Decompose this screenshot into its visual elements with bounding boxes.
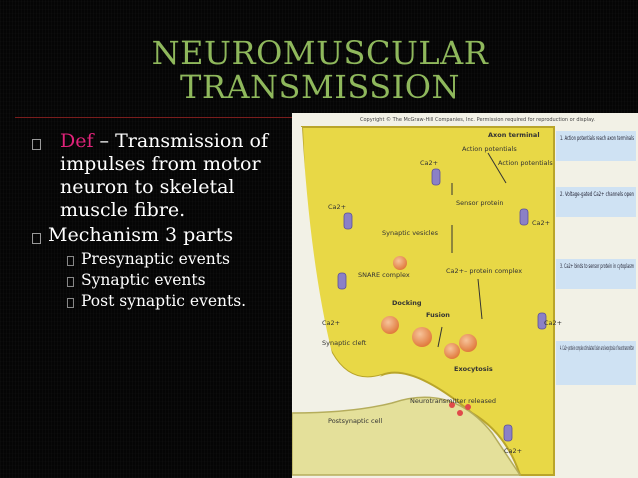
label-action-potentials-2: Action potentials <box>498 159 553 167</box>
title-line-1: NEUROMUSCULAR <box>151 34 489 72</box>
label-neurotransmitter-released: Neurotransmitter released <box>410 397 496 405</box>
ca-channel-icon <box>337 272 347 290</box>
sub-bullet-marker-icon <box>67 277 74 287</box>
title-line-2: TRANSMISSION <box>179 68 461 106</box>
def-keyword: Def <box>60 130 94 152</box>
def-text: – Transmission of impulses from motor ne… <box>60 130 269 221</box>
sub-bullet-synaptic: Synaptic events <box>30 270 290 291</box>
neurotransmitter-icon <box>449 402 455 408</box>
step-2-text: 2. Voltage-gated Ca2+ channels open <box>560 191 634 198</box>
step-box-4 <box>556 341 636 385</box>
step-box-2 <box>556 187 636 217</box>
label-synaptic-vesicles: Synaptic vesicles <box>382 229 439 237</box>
sub-bullet-marker-icon <box>67 298 74 308</box>
label-ca-1: Ca2+ <box>420 159 438 167</box>
label-exocytosis: Exocytosis <box>454 365 493 373</box>
step-4-text: 4. Ca2+-protein complex stimulates fusio… <box>560 345 634 352</box>
label-ca-3: Ca2+ <box>328 203 346 211</box>
label-action-potentials-1: Action potentials <box>462 145 517 153</box>
label-ca-5: Ca2+ <box>544 319 562 327</box>
figure-labels: Axon terminal Action potentials Action p… <box>322 131 562 455</box>
sub-bullet-postsynaptic: Post synaptic events. <box>30 291 290 312</box>
arrow-icon <box>477 278 483 320</box>
bullet-marker-icon <box>32 139 41 150</box>
arrows <box>437 152 507 348</box>
label-ca-protein-complex: Ca2+– protein complex <box>446 267 522 275</box>
background-fill <box>292 127 382 413</box>
bullet-list: Def – Transmission of impulses from moto… <box>30 130 290 312</box>
synaptic-vesicles <box>381 256 477 416</box>
label-synaptic-cleft: Synaptic cleft <box>322 339 367 347</box>
ca-channel-icon <box>519 208 529 226</box>
vesicle-icon <box>412 327 432 347</box>
bullet-definition: Def – Transmission of impulses from moto… <box>30 130 290 222</box>
arrow-icon <box>487 152 507 184</box>
label-snare-complex: SNARE complex <box>358 271 410 279</box>
label-docking: Docking <box>392 299 422 307</box>
ca-channel-icon <box>537 312 547 330</box>
bullet-mechanism: Mechanism 3 parts <box>30 224 290 247</box>
junction-diagram: Copyright © The McGraw-Hill Companies, I… <box>292 116 636 476</box>
label-axon-terminal: Axon terminal <box>488 131 540 139</box>
label-ca-6: Ca2+ <box>504 447 522 455</box>
vesicle-icon <box>381 316 399 334</box>
vesicle-icon <box>444 343 460 359</box>
neurotransmitter-icon <box>457 410 463 416</box>
label-fusion: Fusion <box>426 311 450 319</box>
neurotransmitter-icon <box>465 404 471 410</box>
label-ca-4: Ca2+ <box>322 319 340 327</box>
step-1-text: 1. Action potentials reach axon terminal… <box>560 135 634 142</box>
label-ca-2: Ca2+ <box>532 219 550 227</box>
sub-bullet-text: Presynaptic events <box>81 250 230 268</box>
bullet-marker-icon <box>32 233 41 244</box>
ca-channel-icon <box>431 168 441 186</box>
copyright-text: Copyright © The McGraw-Hill Companies, I… <box>360 116 595 123</box>
step-3-text: 3. Ca2+ binds to sensor protein in cytop… <box>560 263 634 270</box>
step-box-3 <box>556 259 636 289</box>
sub-bullet-presynaptic: Presynaptic events <box>30 249 290 270</box>
ca-channels <box>337 168 547 442</box>
step-box-1 <box>556 131 636 161</box>
postsynaptic-cell-shape <box>292 396 522 476</box>
sub-bullet-marker-icon <box>67 256 74 266</box>
sub-bullet-text: Post synaptic events. <box>81 292 247 310</box>
vesicle-icon <box>393 256 407 270</box>
slide-title: NEUROMUSCULAR TRANSMISSION <box>150 36 490 104</box>
neuromuscular-junction-figure: Copyright © The McGraw-Hill Companies, I… <box>292 113 638 478</box>
vesicle-icon <box>459 334 477 352</box>
sub-bullet-text: Synaptic events <box>81 271 206 289</box>
label-sensor-protein: Sensor protein <box>456 199 503 207</box>
arrow-icon <box>437 326 443 348</box>
step-texts: 1. Action potentials reach axon terminal… <box>560 135 634 352</box>
mechanism-text: Mechanism 3 parts <box>48 224 234 246</box>
ca-channel-icon <box>343 212 353 230</box>
label-postsynaptic-cell: Postsynaptic cell <box>328 417 382 425</box>
ca-channel-icon <box>503 424 513 442</box>
